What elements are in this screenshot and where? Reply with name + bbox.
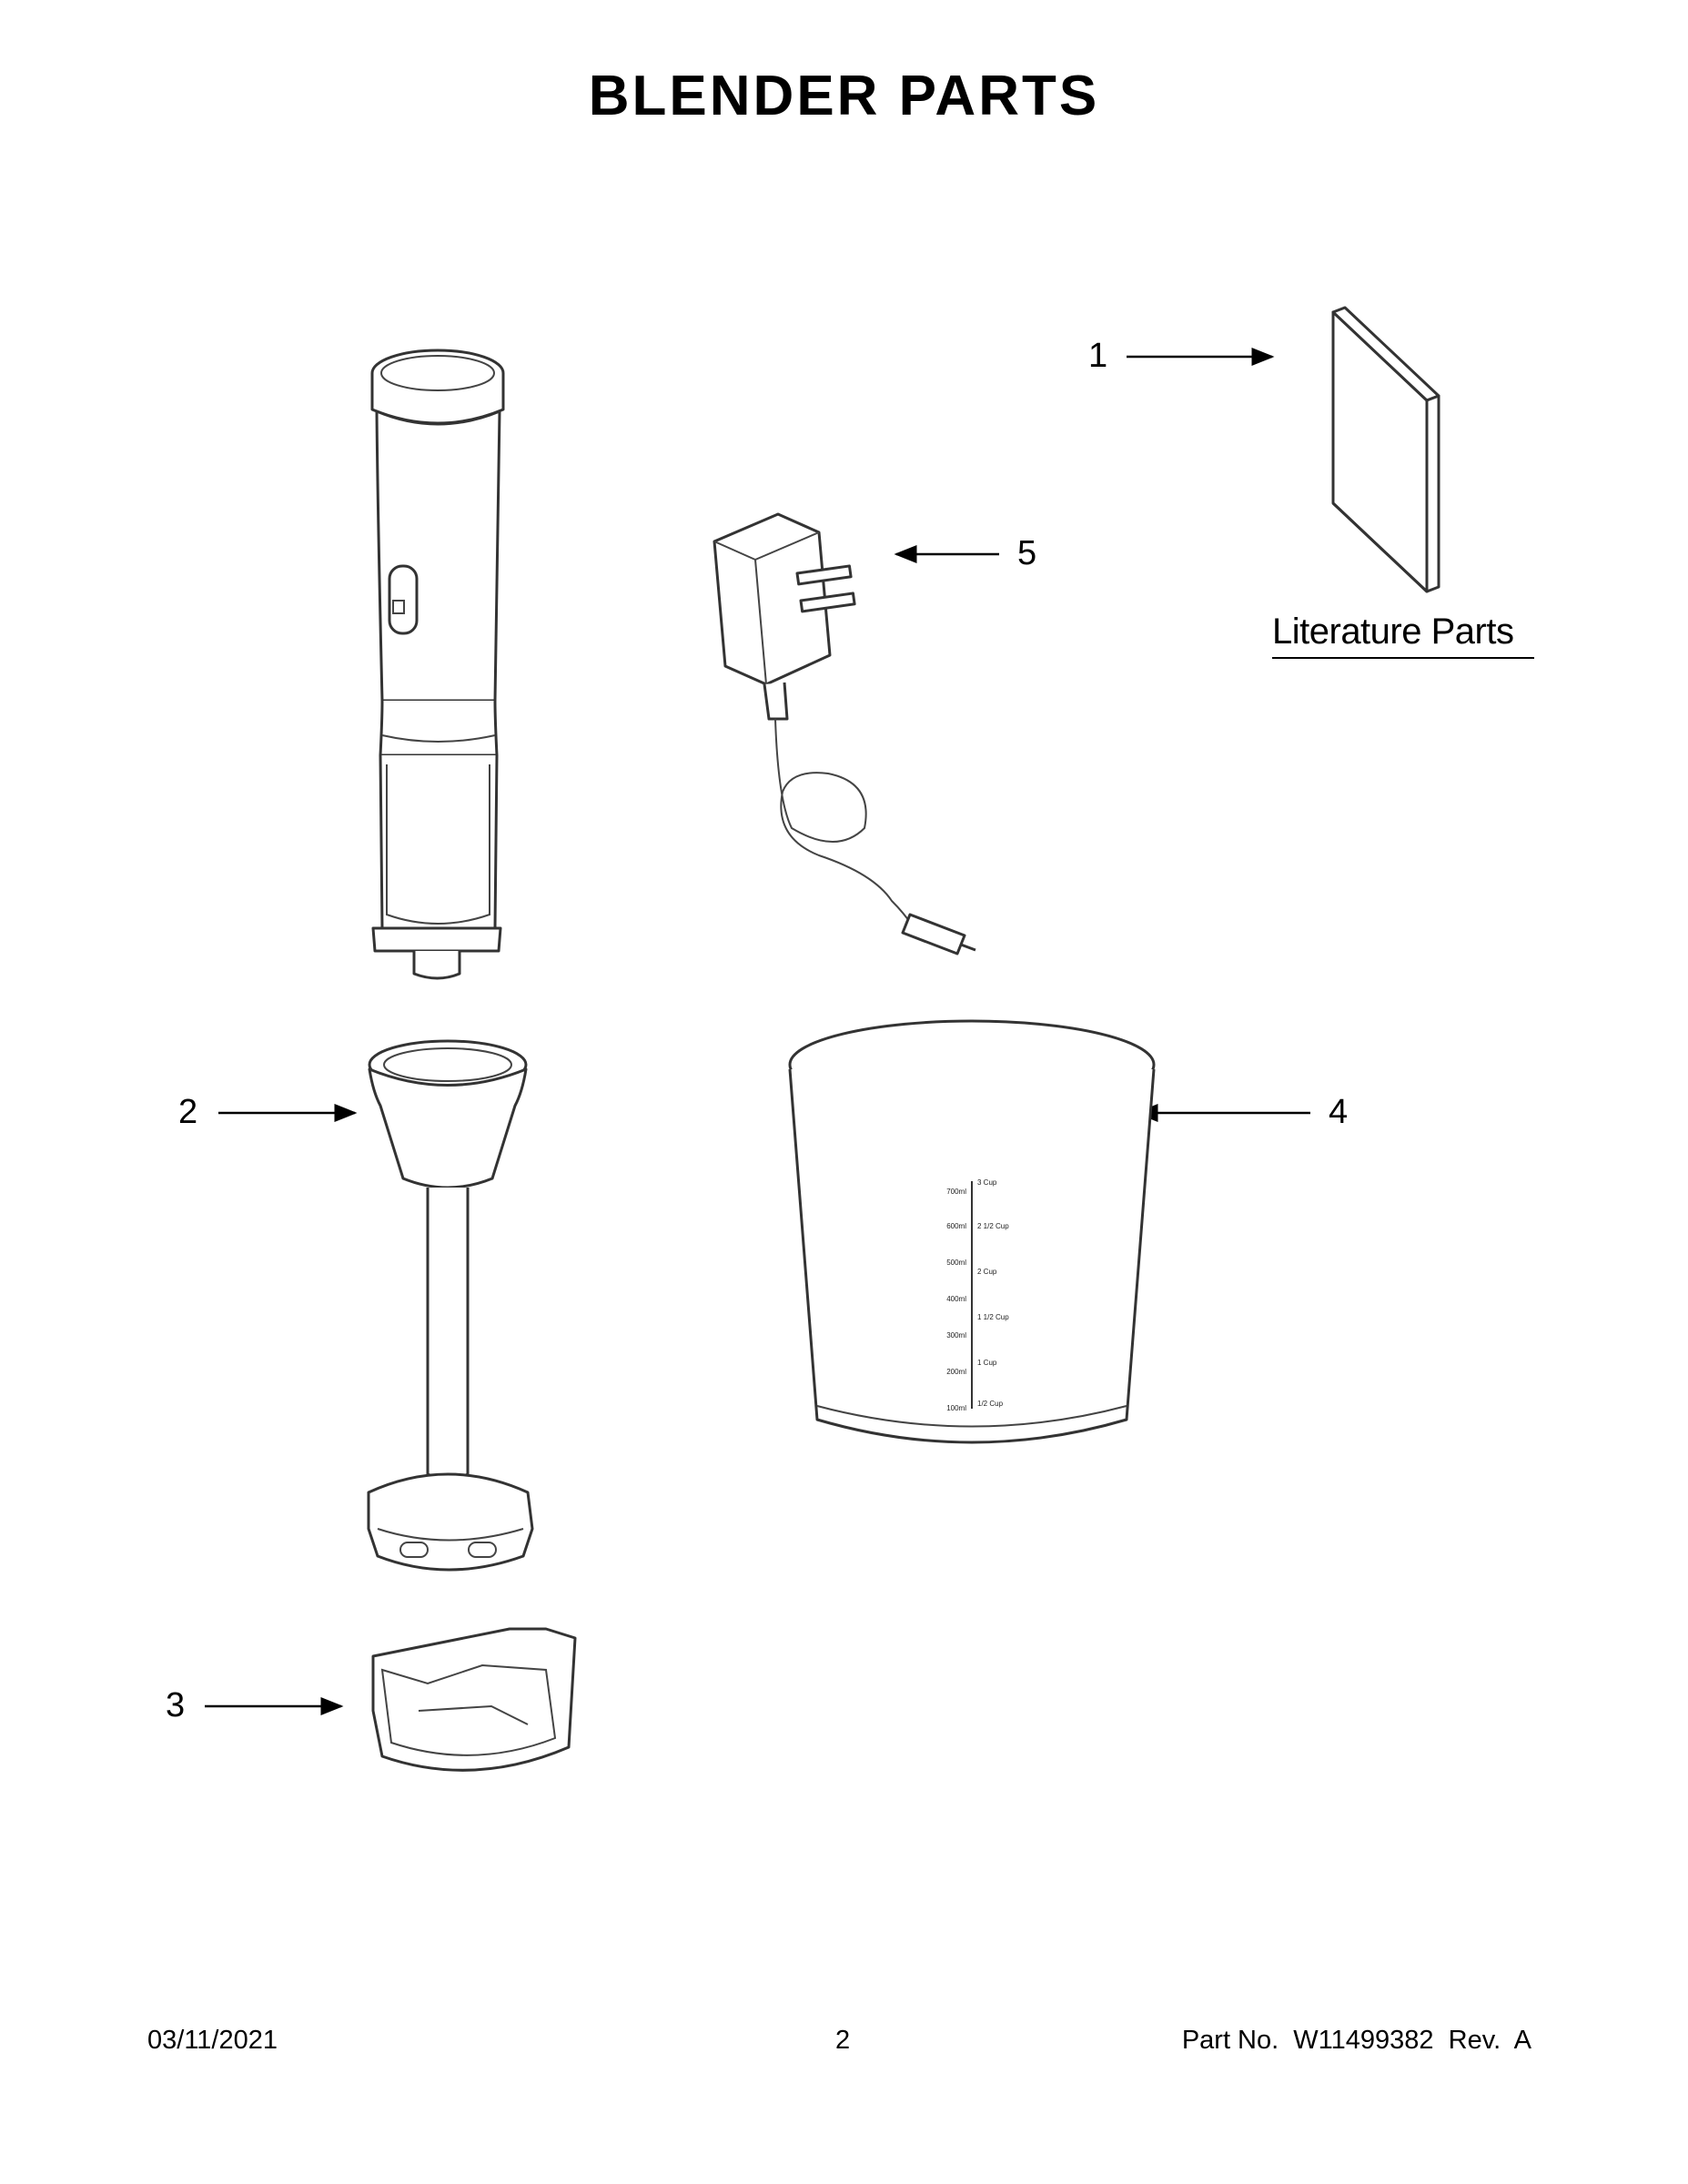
literature-booklet (1331, 306, 1440, 593)
motor-body (370, 349, 505, 980)
cup-mark: 1/2 Cup (977, 1400, 1004, 1408)
ml-mark: 600ml (946, 1222, 966, 1230)
ml-mark: 400ml (946, 1295, 966, 1303)
beaker (788, 1019, 1156, 1444)
cup-mark: 2 Cup (977, 1268, 997, 1276)
ml-mark: 500ml (946, 1259, 966, 1267)
footer-page-number: 2 (835, 2026, 851, 2055)
ml-mark: 200ml (946, 1368, 966, 1376)
cup-mark: 3 Cup (977, 1178, 997, 1187)
cup-mark: 1 Cup (977, 1359, 997, 1367)
cup-mark: 2 1/2 Cup (977, 1222, 1009, 1230)
callout-2: 2 (178, 1093, 198, 1131)
beaker-markings: 700ml 600ml 500ml 400ml 300ml 200ml 100m… (946, 1178, 1009, 1412)
literature-underline (1272, 657, 1534, 659)
page-title: BLENDER PARTS (588, 65, 1100, 127)
cup-mark: 1 1/2 Cup (977, 1313, 1009, 1321)
ml-mark: 100ml (946, 1404, 966, 1412)
power-adapter (713, 512, 976, 956)
footer-date: 03/11/2021 (147, 2026, 278, 2055)
callout-5: 5 (1017, 534, 1037, 572)
callout-3: 3 (166, 1686, 186, 1724)
blade-guard (371, 1627, 577, 1772)
literature-parts-label: Literature Parts (1272, 612, 1514, 652)
blending-arm (367, 1039, 534, 1572)
ml-mark: 700ml (946, 1188, 966, 1196)
footer-part-number: Part No. W11499382 Rev. A (1181, 2026, 1531, 2055)
ml-mark: 300ml (946, 1331, 966, 1340)
callout-4: 4 (1329, 1093, 1349, 1131)
callout-1: 1 (1088, 337, 1108, 375)
